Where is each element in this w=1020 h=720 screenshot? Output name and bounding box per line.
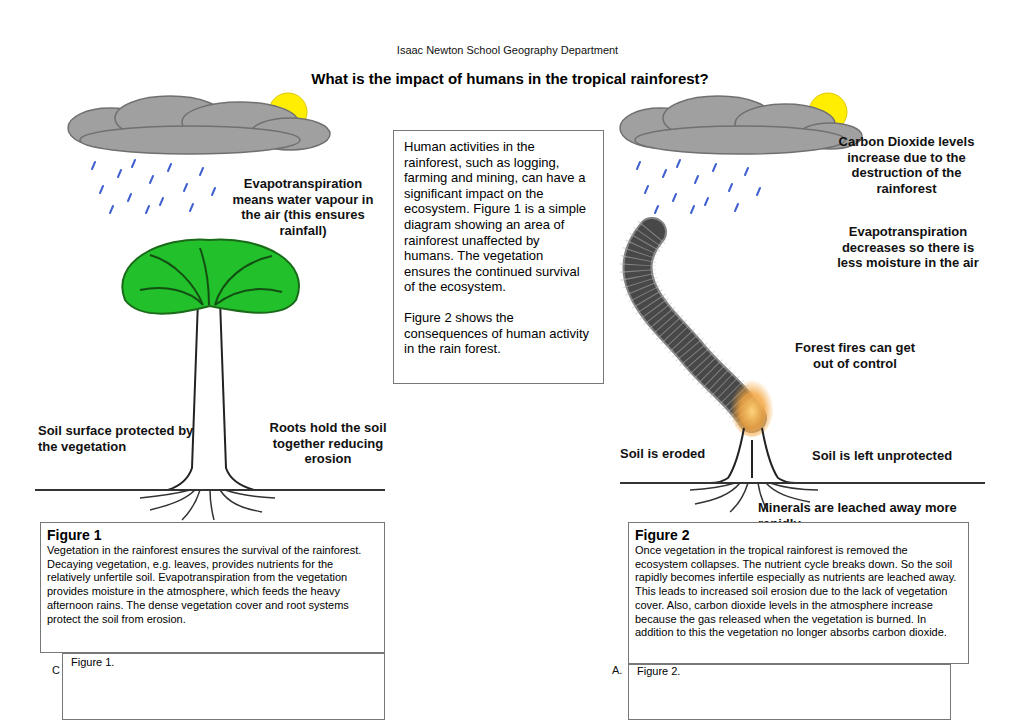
callout-label: Carbon Dioxide levels increase due to th… xyxy=(824,134,989,196)
answer-box: Figure 1. xyxy=(62,653,385,720)
callout-label: Evapotranspiration means water vapour in… xyxy=(228,176,378,238)
callout-label: Forest fires can get out of control xyxy=(790,340,920,371)
answer-box: Figure 2. xyxy=(628,664,951,720)
box-text: Human activities in the rainforest, such… xyxy=(404,139,593,295)
box-text: Figure 2. xyxy=(637,665,942,678)
box-text: Once vegetation in the tropical rainfore… xyxy=(635,544,962,640)
page-title: What is the impact of humans in the trop… xyxy=(0,70,1020,88)
box-text: Vegetation in the rainforest ensures the… xyxy=(47,544,378,627)
burning-stump xyxy=(620,232,985,512)
callout-label: Evapotranspiration decreases so there is… xyxy=(828,224,988,271)
figure-heading: Figure 2 xyxy=(635,527,962,544)
callout-label: Soil surface protected by the vegetation xyxy=(38,423,213,454)
figure-caption-box: Figure 1Vegetation in the rainforest ens… xyxy=(40,522,385,653)
healthy-tree xyxy=(35,240,385,520)
figure-caption-box: Figure 2Once vegetation in the tropical … xyxy=(628,522,969,664)
figure-heading: Figure 1 xyxy=(47,527,378,544)
callout-label: Roots hold the soil together reducing er… xyxy=(258,420,398,467)
callout-label: Soil is left unprotected xyxy=(812,448,977,464)
callout-label: Soil is eroded xyxy=(620,446,730,462)
box-text: Figure 2 shows the consequences of human… xyxy=(404,310,593,357)
school-header: Isaac Newton School Geography Department xyxy=(0,44,1015,57)
intro-text-box: Human activities in the rainforest, such… xyxy=(393,130,604,384)
box-text: Figure 1. xyxy=(71,656,376,669)
cloud xyxy=(68,96,330,154)
cloud xyxy=(620,96,862,154)
